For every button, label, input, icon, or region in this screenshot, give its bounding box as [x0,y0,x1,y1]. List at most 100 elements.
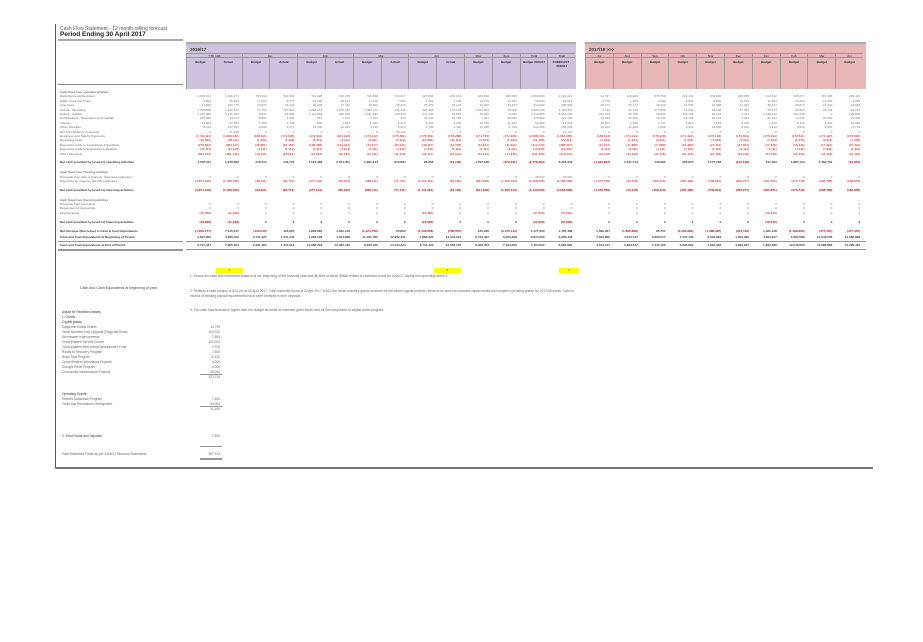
column-header: Budget [464,57,492,89]
column-header: Budget [408,57,437,89]
value-cell: (27,311) [848,142,861,147]
value-cell: (3,871,128) [195,179,211,183]
value-cell: 7,164,000 [530,243,545,248]
value-cell: 0 [691,210,694,215]
row-label: Cash and Cash Equivalents at Beginning o… [60,234,135,239]
value-cell: 0 [237,174,239,179]
value-cell: 62,823 [795,107,805,112]
column-header: Actual [380,57,409,89]
value-cell: 3,603,517 [651,234,666,239]
value-cell: 1,477,000 [530,229,545,234]
value-cell: 12,911 [507,98,517,103]
value-cell: 0 [431,174,434,179]
value-cell: (16,411) [255,151,267,156]
value-cell: 116,208 [626,94,638,99]
column-header: Actual [269,57,298,89]
value-cell: 43,738 [451,116,462,121]
value-cell: 27,713 [257,107,267,112]
value-cell: 7,955,463 [225,243,239,248]
value-cell: 12,049,005 [816,234,833,239]
value-cell: 1,218,224 [763,112,777,116]
value-cell: (1,111) [767,147,777,152]
value-cell: 44,071 [229,116,239,121]
value-cell: 5,000 [509,112,517,116]
value-cell: 744,217 [394,94,406,99]
note-3: 3. The cash flow forecast is higher than… [190,308,384,312]
value-cell: (11,248) [227,210,239,215]
value-cell: 13,440 [600,116,610,121]
value-cell: 0 [376,202,378,206]
row-label: Net Increase /(Decrease) in Cash & Cash … [60,229,138,234]
value-cell: 280,000 [561,103,573,108]
value-cell: 16,200 [850,120,861,125]
value-cell: (11,441) [505,142,517,147]
value-cell: (1,114) [340,147,350,152]
value-cell: (841,028) [475,187,489,192]
value-cell: 1,413 [741,112,749,116]
value-cell: 0 [487,174,489,179]
grant-value: 7,863 [212,335,220,339]
value-cell: 0 [403,210,406,215]
value-cell: 0 [830,219,833,224]
value-cell: 5,013,000 [558,112,573,116]
value-cell: 4,514,147 [624,234,638,239]
value-cell: 0 [348,206,350,211]
value-cell: 21,314 [767,116,777,121]
value-cell: 23,441 [284,103,295,108]
grant-label: Black Spot Projects [62,355,90,359]
value-cell: 1,253 [630,98,638,103]
value-cell: 30,474 [767,103,777,108]
value-cell: 2,066 [852,98,861,103]
row-label: Borrowing Costs [60,138,83,143]
value-cell: 0 [376,219,378,224]
value-cell: 31,336 [312,125,323,130]
value-cell: (1,344) [600,138,610,143]
grant-label: Seniors Assistance Program [62,397,103,401]
value-cell: 2,204,333 [558,160,573,165]
value-cell: (176,414) [763,134,777,138]
value-cell: 1,024,004 [475,107,489,112]
value-cell: 0 [691,219,694,224]
value-cell: (161,212) [336,134,350,138]
restricted-heading: Adjust for Restricted assets [62,310,101,314]
value-cell: (11,441) [477,142,489,147]
value-cell: (281,117) [225,142,239,147]
value-cell: (277,131) [308,179,323,183]
value-cell: 1,764,511 [558,107,573,112]
value-cell: (18,812) [282,151,295,156]
value-cell: 30,000 [507,107,517,112]
value-cell: (163,479) [652,187,666,192]
value-cell: (178,288) [447,134,462,138]
value-cell: 7,015,017 [225,229,239,234]
value-cell: 1,787,488 [558,229,573,234]
value-cell: (166,878) [846,179,861,183]
value-cell: 11,116 [368,98,378,103]
value-cell: (14,431) [477,151,489,156]
value-cell: (14,793) [449,142,462,147]
value-cell: (1,344) [850,138,861,143]
value-cell: 2,711,427 [197,243,211,248]
value-cell: 18,900 [284,112,295,116]
value-cell: (166,878) [846,187,861,192]
value-cell: (46,178) [626,179,638,183]
value-cell: 0 [608,219,610,224]
report-subtitle: Cash Flow Statement - 12 month rolling f… [60,26,167,32]
value-cell: 0 [264,219,267,224]
row-label: User Fees [60,103,75,108]
value-cell: (385,111) [365,179,378,183]
value-cell: 41,000 [201,120,211,125]
total-restricted-label: Total Restricted Funds as per 2016/17 Fi… [62,452,147,456]
row-label: Sales, Fees and Fines [60,98,91,103]
value-cell: (3,112) [396,138,406,143]
value-cell: (487,489) [680,187,694,192]
value-cell: 28,443 [656,103,666,108]
value-cell: (1,111) [850,147,861,152]
left-border [55,24,56,468]
row-label: Proceeds from sale of property, plant an… [60,174,132,179]
year-label: 2016/17 [190,47,207,52]
value-cell: 214,131 [682,94,694,99]
value-cell: (168,411) [253,134,267,138]
value-cell: (17,422) [820,142,833,147]
